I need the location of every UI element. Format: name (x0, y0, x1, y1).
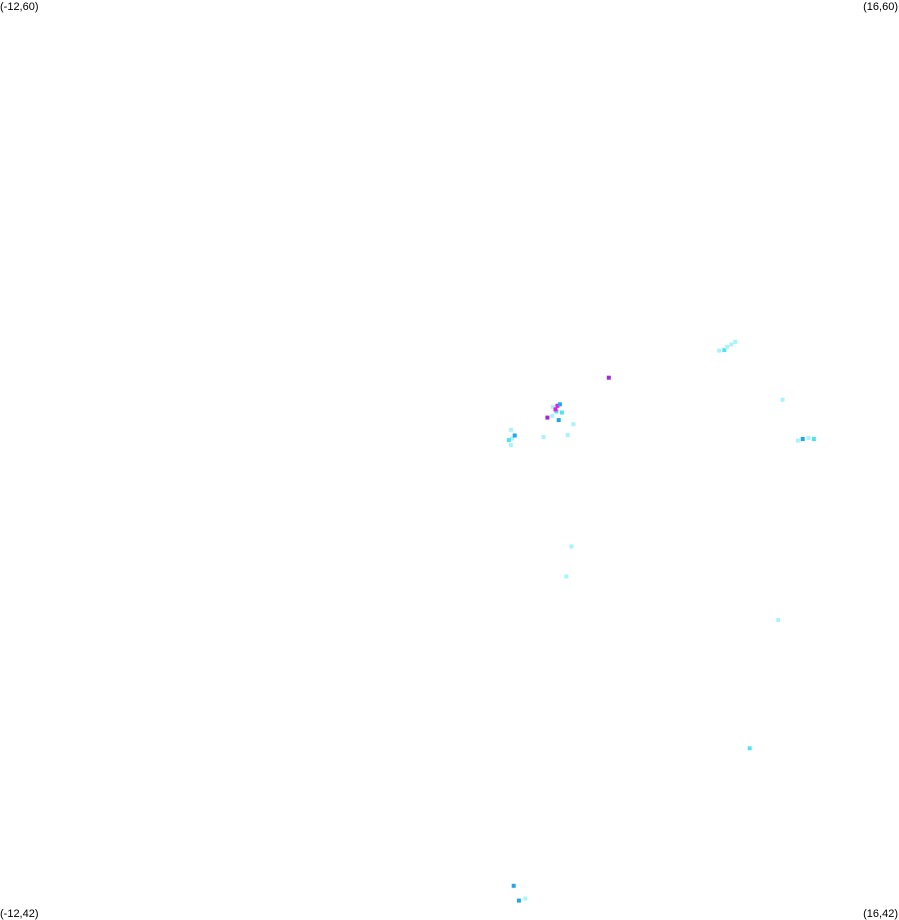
data-point-9 (550, 414, 555, 418)
data-point-21 (722, 348, 727, 353)
data-point-23 (729, 342, 734, 347)
data-point-3 (510, 436, 515, 441)
data-point-22 (725, 345, 730, 349)
data-point-32 (511, 883, 516, 888)
data-point-2 (508, 443, 513, 448)
data-point-5 (512, 433, 517, 438)
data-point-30 (776, 618, 781, 622)
data-point-19 (606, 375, 611, 380)
data-point-13 (555, 403, 560, 408)
data-point-34 (523, 896, 528, 901)
data-point-28 (806, 436, 811, 440)
data-point-10 (545, 415, 550, 420)
data-point-16 (559, 410, 564, 415)
corner-label-bottom-right: (16,42) (863, 908, 898, 920)
data-point-33 (516, 898, 521, 903)
data-point-0 (564, 574, 569, 579)
data-point-29 (811, 437, 816, 441)
data-point-17 (565, 433, 570, 437)
data-point-14 (557, 402, 562, 407)
data-point-12 (550, 404, 555, 409)
data-point-15 (553, 407, 558, 412)
data-point-6 (509, 427, 514, 432)
data-point-31 (747, 746, 752, 751)
data-point-27 (800, 437, 805, 441)
corner-label-top-left: (-12,60) (0, 1, 39, 13)
data-point-18 (571, 422, 576, 427)
data-point-8 (556, 418, 561, 423)
data-point-7 (541, 435, 546, 439)
data-point-1 (569, 544, 574, 549)
corner-label-bottom-left: (-12,42) (0, 908, 39, 920)
data-point-26 (795, 438, 800, 443)
data-point-4 (506, 438, 511, 443)
data-point-25 (780, 397, 785, 402)
data-point-20 (717, 348, 722, 353)
corner-label-top-right: (16,60) (863, 1, 898, 13)
data-point-24 (733, 339, 738, 344)
